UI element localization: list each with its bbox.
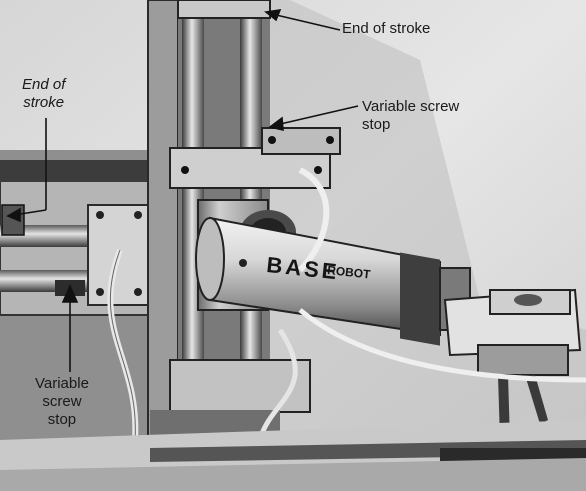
- arrow-variable-screw-stop-left: [61, 284, 79, 372]
- gripper-finger-right: [525, 375, 548, 424]
- left-rail-top: [0, 160, 150, 182]
- arrow-variable-screw-stop-right: [268, 105, 359, 132]
- vertical-rod-left: [182, 0, 204, 440]
- bolt: [134, 211, 142, 219]
- cylinder-collar: [400, 252, 440, 346]
- pneumatic-hose-right: [297, 167, 330, 273]
- lower-carriage: [169, 359, 311, 413]
- gripper-hole: [514, 294, 542, 306]
- label-variable-screw-stop-right: Variable screw stop: [362, 98, 460, 133]
- bolt: [134, 288, 142, 296]
- bolt: [326, 136, 334, 144]
- top-stroke-block: [177, 0, 271, 19]
- cylinder-screw: [239, 259, 247, 267]
- bolt: [181, 166, 189, 174]
- label-variable-screw-stop-left: Variable screw stop: [35, 375, 89, 428]
- bolt: [96, 211, 104, 219]
- arrow-end-of-stroke-top: [264, 9, 341, 31]
- arrow-end-of-stroke-left: [6, 118, 47, 223]
- work-table-edge: [0, 458, 586, 491]
- label-end-of-stroke-top: End of stroke: [342, 20, 431, 37]
- bolt: [268, 136, 276, 144]
- label-end-of-stroke-left: End of stroke: [22, 76, 66, 111]
- bolt: [96, 288, 104, 296]
- bolt: [314, 166, 322, 174]
- gripper-plate: [477, 344, 569, 376]
- pneumatic-hose-lower: [298, 308, 586, 383]
